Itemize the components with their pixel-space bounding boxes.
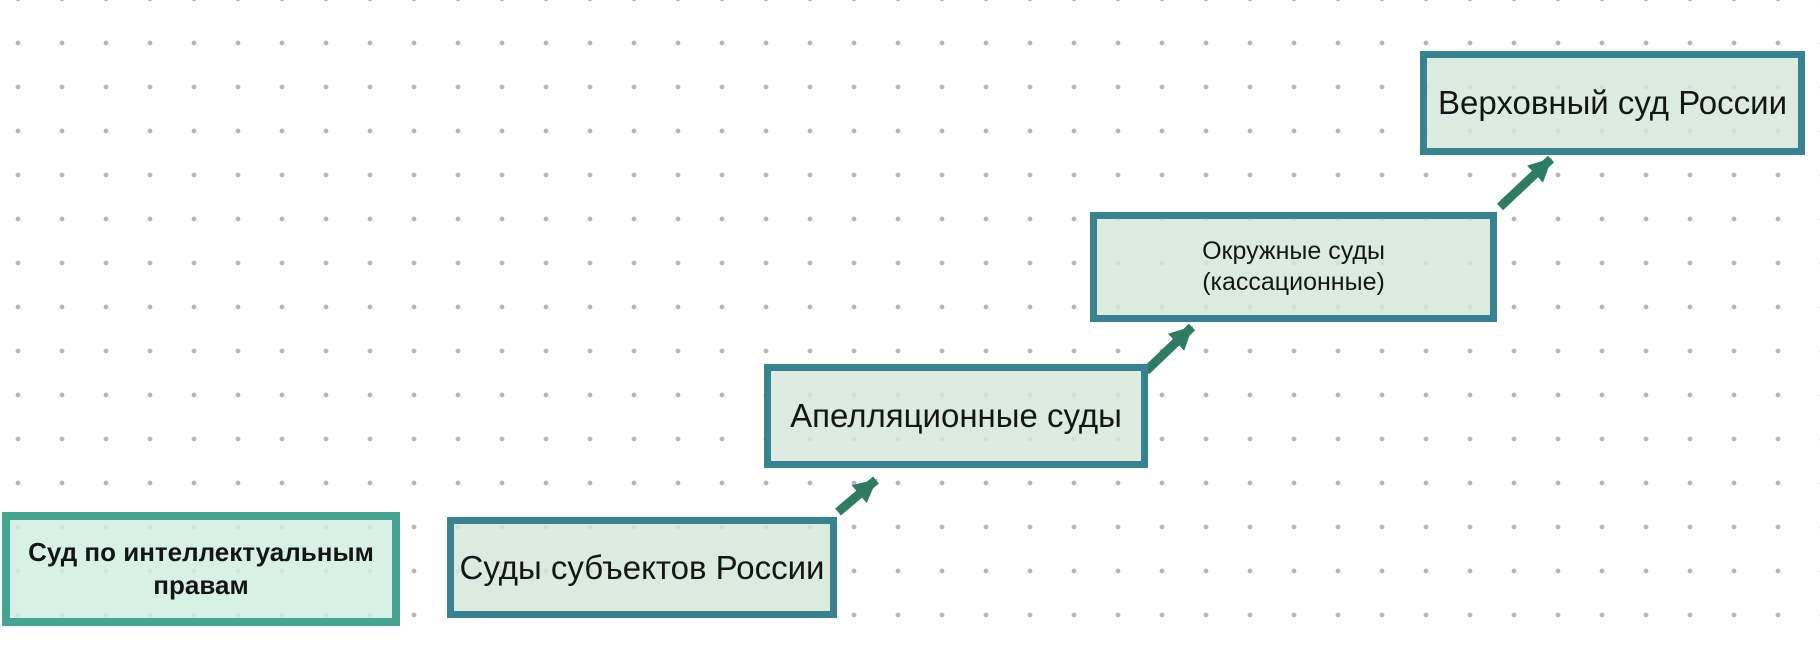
node-appellate-courts[interactable]: Апелляционные суды xyxy=(764,364,1148,468)
connector-regional-courts-to-appellate-courts[interactable] xyxy=(835,476,879,516)
node-label: Апелляционные суды xyxy=(790,397,1122,434)
node-label: Окружные суды (кассационные) xyxy=(1202,237,1385,296)
node-label: Суд по интеллектуальным правам xyxy=(28,537,374,600)
node-intellectual-property-court[interactable]: Суд по интеллектуальным правам xyxy=(2,512,400,626)
node-label: Верховный суд России xyxy=(1437,84,1787,121)
node-cassation-district-courts[interactable]: Окружные суды (кассационные) xyxy=(1090,212,1497,322)
connector-appellate-courts-to-cassation-district-courts[interactable] xyxy=(1142,323,1196,375)
node-label: Суды субъектов России xyxy=(459,548,825,586)
connector-cassation-district-courts-to-supreme-court[interactable] xyxy=(1496,155,1555,211)
node-regional-courts[interactable]: Суды субъектов России xyxy=(447,517,837,618)
node-supreme-court[interactable]: Верховный суд России xyxy=(1420,51,1805,155)
